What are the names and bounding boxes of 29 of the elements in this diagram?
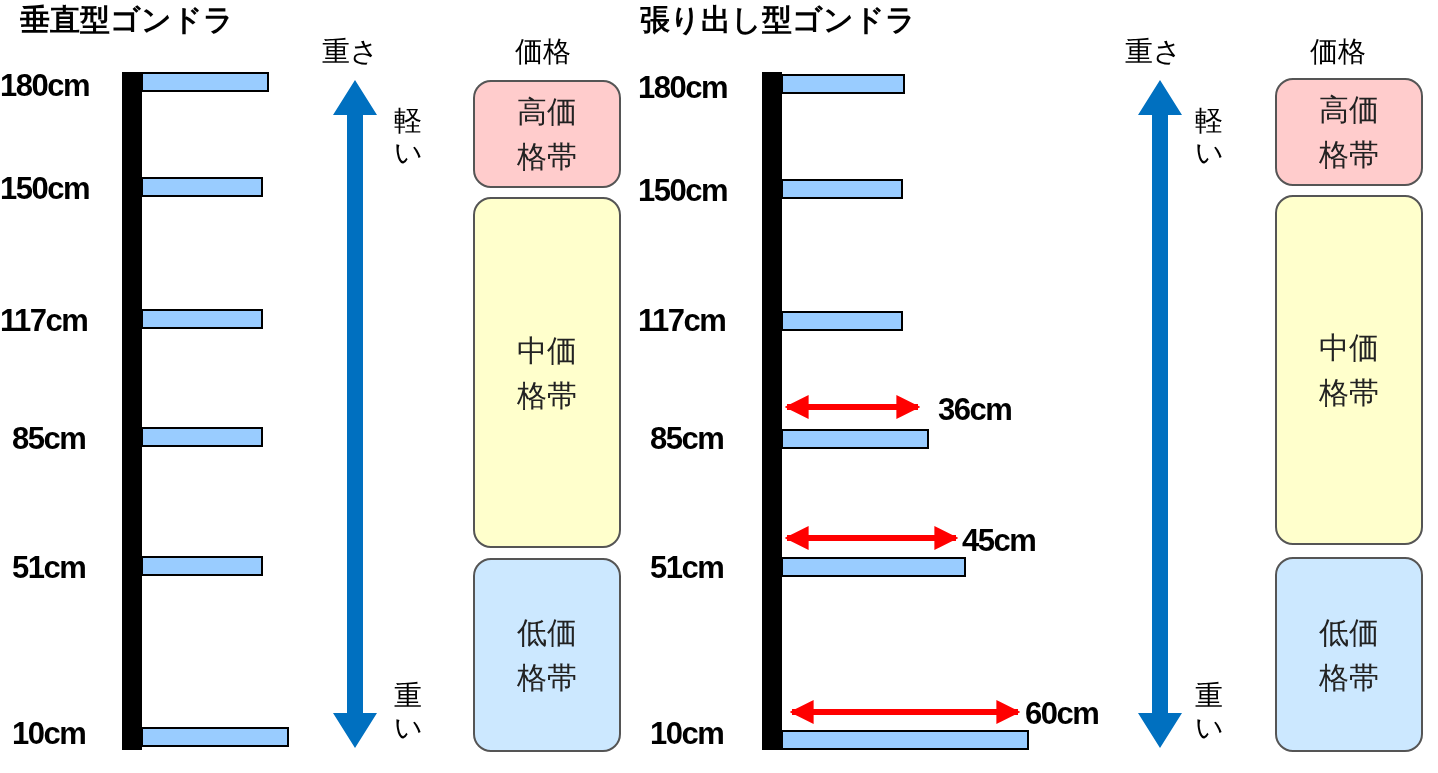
scale-label: 軽い (1195, 104, 1223, 170)
height-label: 10cm (650, 717, 724, 749)
height-label: 117cm (638, 304, 726, 336)
height-label: 85cm (12, 422, 86, 454)
axis-label: 重さ (322, 38, 379, 66)
height-label: 51cm (650, 551, 724, 583)
dimension-label: 60cm (1025, 697, 1099, 729)
price-band-box: 高価格帯 (1275, 78, 1423, 186)
height-label: 117cm (0, 304, 88, 336)
price-band-box: 低価格帯 (1275, 557, 1423, 752)
height-label: 180cm (0, 69, 90, 101)
dimension-label: 36cm (938, 393, 1012, 425)
scale-label: 重い (1195, 679, 1223, 745)
price-band-box: 高価格帯 (473, 80, 621, 188)
price-band-box: 中価格帯 (1275, 195, 1423, 545)
height-label: 180cm (638, 71, 728, 103)
price-band-box: 中価格帯 (473, 197, 621, 548)
height-label: 51cm (12, 551, 86, 583)
panel-title: 垂直型ゴンドラ (20, 5, 234, 35)
height-label: 85cm (650, 422, 724, 454)
height-label: 150cm (638, 174, 728, 206)
height-label: 150cm (0, 172, 90, 204)
dimension-label: 45cm (962, 524, 1036, 556)
panel-title: 張り出し型ゴンドラ (640, 5, 916, 35)
height-label: 10cm (12, 717, 86, 749)
axis-label: 重さ (1125, 38, 1182, 66)
scale-label: 軽い (394, 104, 422, 170)
price-band-box: 低価格帯 (473, 558, 621, 752)
scale-label: 重い (394, 679, 422, 745)
